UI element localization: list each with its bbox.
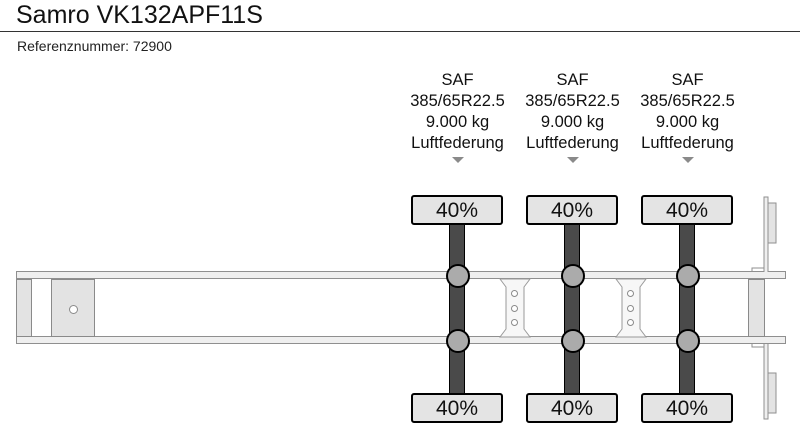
axle-3-left-tire-tread: 40% [641,195,733,225]
axle-tire-size: 385/65R22.5 [525,92,620,110]
axle-capacity: 9.000 kg [655,113,720,131]
bolt-hole-icon [627,319,634,326]
kingpin-icon [69,305,78,314]
chassis-top-rail [16,271,786,279]
axle-2-pointer-icon [567,157,579,163]
axle-1-bottom-hub-icon [446,329,470,353]
axle-brand: SAF [556,71,589,89]
axle-2-top-hub-icon [561,264,585,288]
bolt-hole-icon [511,319,518,326]
axle-2-left-tire-tread: 40% [526,195,618,225]
axle-2-right-tire-tread: 40% [526,393,618,423]
axle-2-bottom-hub-icon [561,329,585,353]
axle-3-beam [679,222,695,396]
axle-capacity: 9.000 kg [540,113,605,131]
axle-1-spec: SAF 385/65R22.5 9.000 kg Luftfederung [400,70,515,154]
axle-3-spec: SAF 385/65R22.5 9.000 kg Luftfederung [630,70,745,154]
axle-tire-size: 385/65R22.5 [640,92,735,110]
axle-3-right-tire-tread: 40% [641,393,733,423]
axle-1-pointer-icon [452,157,464,163]
bolt-hole-icon [511,290,518,297]
rear-crossmember [748,279,765,337]
bolt-hole-icon [627,305,634,312]
axle-suspension: Luftfederung [526,134,619,152]
axle-capacity: 9.000 kg [425,113,490,131]
axle-suspension: Luftfederung [411,134,504,152]
axle-1-left-tire-tread: 40% [411,195,503,225]
axle-2-spec: SAF 385/65R22.5 9.000 kg Luftfederung [515,70,630,154]
reference-number: Referenznummer: 72900 [17,38,172,54]
bolt-hole-icon [627,290,634,297]
axle-tire-size: 385/65R22.5 [410,92,505,110]
chassis-bottom-rail [16,336,786,344]
axle-3-pointer-icon [682,157,694,163]
axle-3-top-hub-icon [676,264,700,288]
front-crossmember [16,279,32,337]
axle-1-beam [449,222,465,396]
axle-3-bottom-hub-icon [676,329,700,353]
page-title: Samro VK132APF11S [16,1,263,29]
axle-1-right-tire-tread: 40% [411,393,503,423]
axle-2-beam [564,222,580,396]
bolt-hole-icon [511,305,518,312]
axle-brand: SAF [671,71,704,89]
title-divider [0,31,800,32]
axle-brand: SAF [441,71,474,89]
axle-suspension: Luftfederung [641,134,734,152]
axle-1-top-hub-icon [446,264,470,288]
